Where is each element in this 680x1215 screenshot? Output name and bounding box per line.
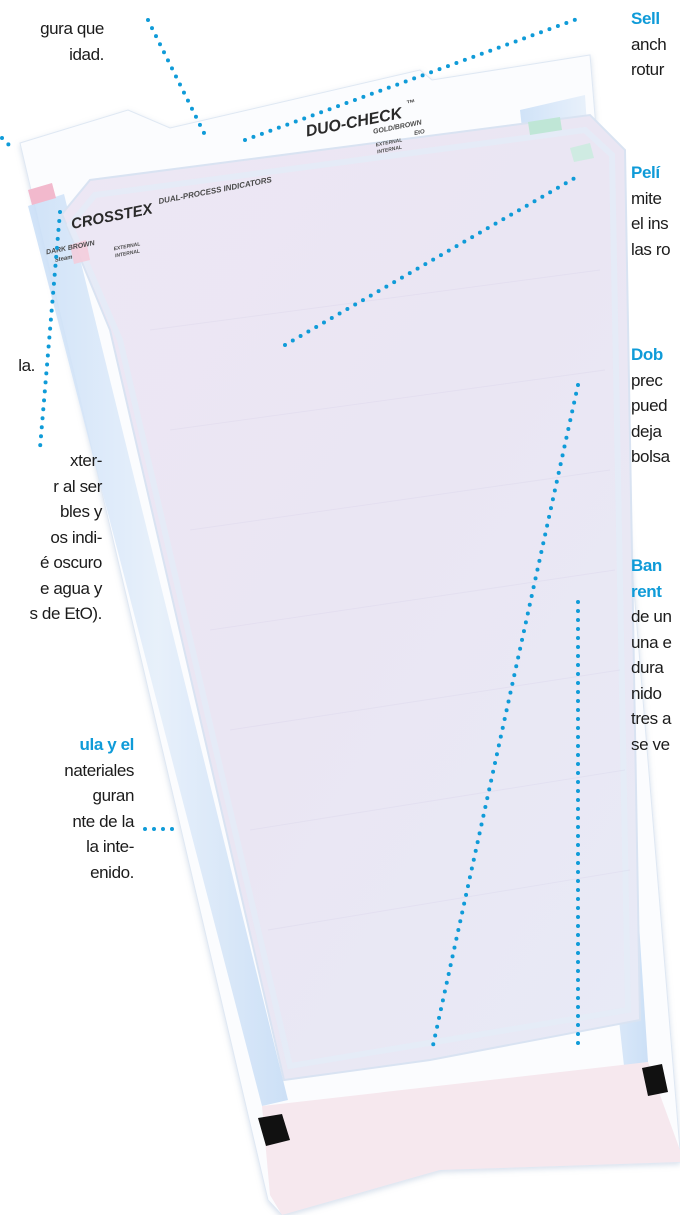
pouch-left-indicator-sub: Steam: [54, 254, 73, 263]
leader-indicator: [38, 210, 62, 450]
left-3-line-1: xter-: [69, 451, 102, 470]
right-4-line-3: de un: [631, 607, 672, 626]
left-1-line-1: gura que: [40, 19, 104, 38]
film-texture: [149, 269, 631, 931]
right-1-line-1: Sell: [631, 9, 660, 28]
left-text-block-2: la.: [0, 353, 35, 379]
right-1-line-3: rotur: [631, 60, 664, 79]
leader-top-seal: [243, 16, 582, 142]
right-text-block-2: Pelí mite el ins las ro: [631, 160, 671, 262]
leader-top-left: [146, 18, 207, 137]
right-3-line-1: Dob: [631, 345, 663, 364]
right-text-block-1: Sell anch rotur: [631, 6, 667, 83]
right-4-line-1: Ban: [631, 556, 662, 575]
leader-center: [430, 383, 580, 1052]
left-3-line-4: os indi-: [50, 527, 102, 547]
right-text-block-3: Dob prec pued deja bolsa: [631, 342, 670, 470]
right-2-line-3: el ins: [631, 214, 669, 233]
leader-film: [283, 173, 582, 347]
left-4-line-5: la inte-: [86, 837, 134, 856]
indicator-steam: [28, 183, 90, 264]
right-4-line-4: una e: [631, 632, 672, 652]
right-text-block-4: Ban rent de un una e dura nido tres a se…: [631, 553, 672, 757]
left-4-line-3: guran: [92, 786, 135, 805]
left-4-line-4: nte de la: [72, 811, 134, 831]
left-text-block-3: xter- r al ser bles y os indi- é oscuro …: [0, 448, 102, 627]
tear-strip: [258, 1062, 680, 1215]
pouch-right-external: EXTERNAL: [375, 137, 403, 148]
right-4-line-8: se ve: [631, 734, 670, 754]
pouch-left-external: EXTERNAL: [113, 241, 141, 252]
left-text-block-4: ula y el nateriales guran nte de la la i…: [0, 732, 134, 885]
left-3-line-6: e agua y: [39, 578, 102, 598]
left-3-line-2: r al ser: [53, 476, 102, 496]
right-3-line-3: pued: [631, 396, 668, 415]
right-2-line-1: Pelí: [631, 163, 660, 182]
left-4-line-2: nateriales: [64, 760, 134, 780]
left-2-line-1: la.: [18, 356, 35, 375]
right-3-line-2: prec: [631, 370, 663, 390]
right-4-line-5: dura: [631, 658, 664, 677]
pouch-right-indicator-sub: EtO: [414, 129, 426, 137]
right-1-line-2: anch: [631, 34, 667, 54]
indicator-eto: [528, 117, 594, 162]
right-4-line-7: tres a: [631, 709, 672, 728]
right-4-line-2: rent: [631, 581, 662, 601]
left-4-line-1: ula y el: [79, 735, 135, 754]
left-text-block-1: gura que idad.: [0, 16, 104, 67]
right-2-line-2: mite: [631, 188, 662, 208]
pouch-right-internal: INTERNAL: [377, 145, 403, 156]
right-2-line-4: las ro: [631, 239, 671, 259]
right-3-line-5: bolsa: [631, 447, 670, 466]
left-3-line-7: s de EtO).: [29, 604, 102, 623]
right-4-line-6: nido: [631, 683, 662, 703]
leader-left-corner: [0, 136, 16, 152]
left-3-line-3: bles y: [59, 502, 102, 521]
right-3-line-4: deja: [631, 421, 662, 441]
left-1-line-2: idad.: [69, 44, 104, 64]
callout-leaders: [0, 16, 582, 1052]
left-4-line-6: enido.: [90, 862, 134, 882]
pouch-tm: ™: [405, 97, 416, 109]
pouch-left-internal: INTERNAL: [115, 249, 141, 260]
left-3-line-5: é oscuro: [39, 553, 102, 572]
film-window: [60, 113, 642, 1082]
